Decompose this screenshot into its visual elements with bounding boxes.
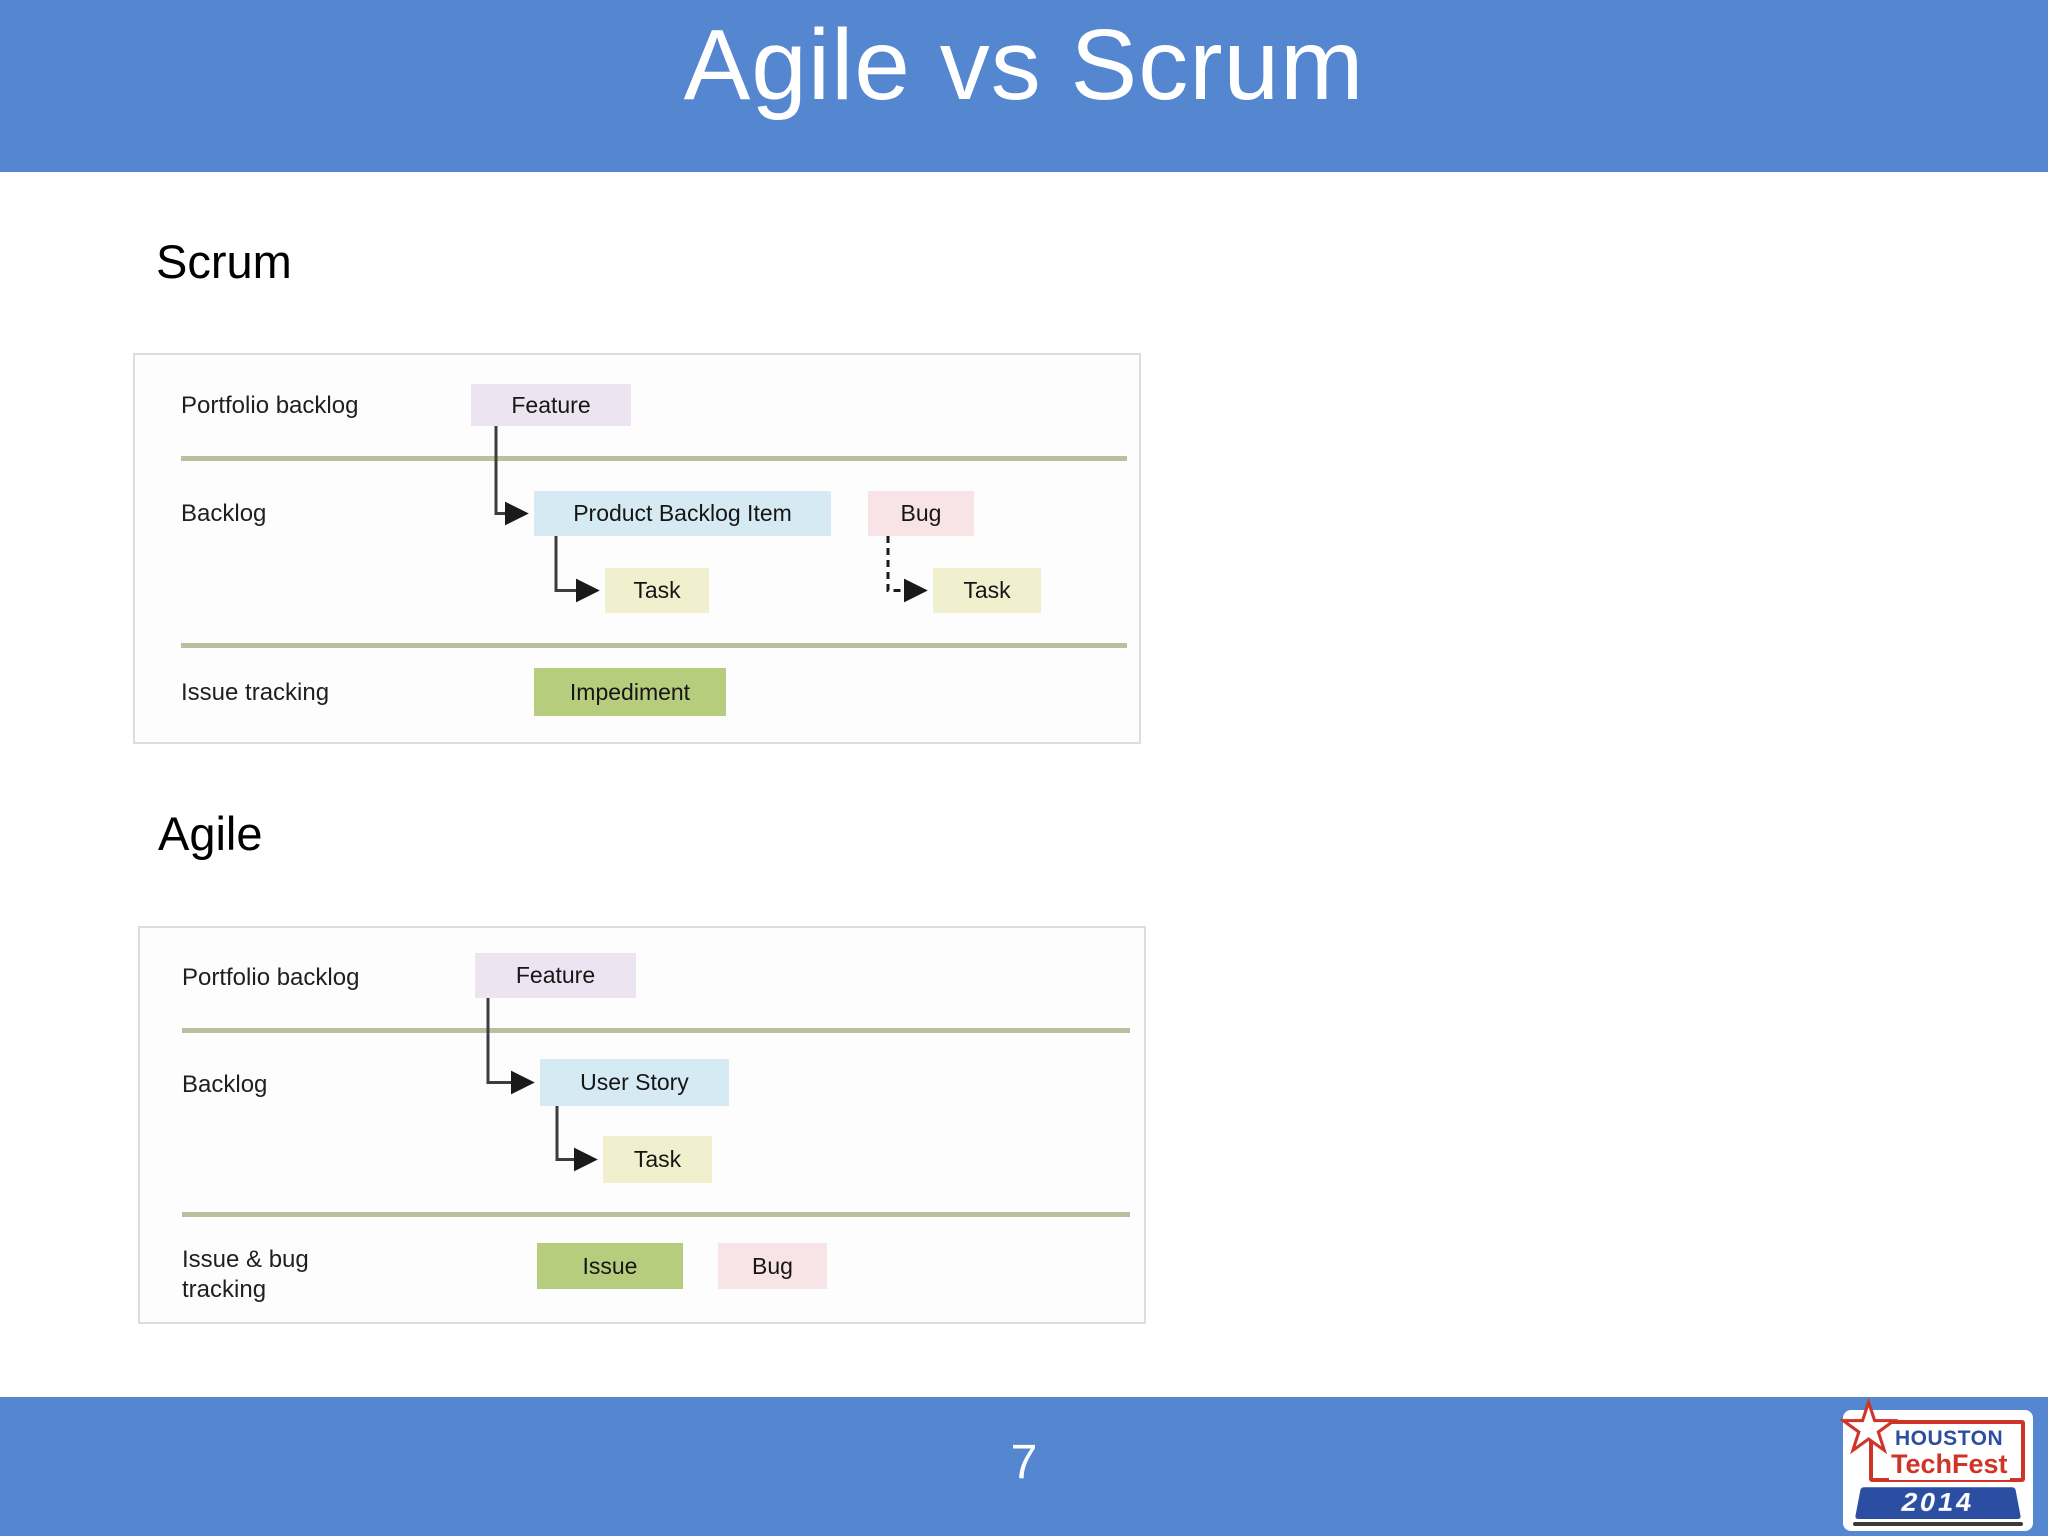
- separator-line: [181, 456, 1127, 461]
- row-label-backlog: Backlog: [182, 1071, 268, 1098]
- separator-line: [181, 643, 1127, 648]
- feature-node: Feature: [471, 384, 631, 426]
- user-story-node: User Story: [540, 1059, 729, 1106]
- footer-bar: 7: [0, 1397, 2048, 1536]
- task-node: Task: [933, 568, 1041, 613]
- impediment-node: Impediment: [534, 668, 726, 716]
- product-backlog-item-node: Product Backlog Item: [534, 491, 831, 536]
- bug-node: Bug: [868, 491, 974, 536]
- agile-section-heading: Agile: [158, 807, 263, 860]
- row-label-portfolio-backlog: Portfolio backlog: [181, 392, 359, 419]
- bug-node: Bug: [718, 1243, 827, 1289]
- issue-node: Issue: [537, 1243, 683, 1289]
- logo-baseline: [1853, 1522, 2023, 1526]
- scrum-section-heading: Scrum: [156, 235, 292, 288]
- agile-process-diagram: Portfolio backlog Feature Backlog User S…: [138, 926, 1146, 1324]
- houston-techfest-logo: ★ HOUSTON TechFest 2014: [1837, 1393, 2033, 1531]
- logo-year-banner: 2014: [1854, 1487, 2022, 1519]
- logo-text-year: 2014: [1900, 1488, 1976, 1517]
- row-label-backlog: Backlog: [181, 500, 267, 527]
- task-node: Task: [605, 568, 709, 613]
- logo-frame: [1869, 1420, 2025, 1482]
- logo-text-houston: HOUSTON: [1895, 1427, 2004, 1450]
- separator-line: [182, 1212, 1130, 1217]
- logo-text-techfest: TechFest: [1889, 1449, 2010, 1480]
- task-node: Task: [603, 1136, 712, 1183]
- row-label-issue-bug-tracking: Issue & bug tracking: [182, 1246, 309, 1303]
- row-label-portfolio-backlog: Portfolio backlog: [182, 964, 360, 991]
- feature-node: Feature: [475, 953, 636, 998]
- scrum-process-diagram: Portfolio backlog Feature Backlog Produc…: [133, 353, 1141, 744]
- separator-line: [182, 1028, 1130, 1033]
- title-bar: Agile vs Scrum: [0, 0, 2048, 172]
- slide-title: Agile vs Scrum: [683, 9, 1365, 121]
- page-number: 7: [1010, 1436, 1038, 1489]
- row-label-issue-tracking: Issue tracking: [181, 679, 330, 706]
